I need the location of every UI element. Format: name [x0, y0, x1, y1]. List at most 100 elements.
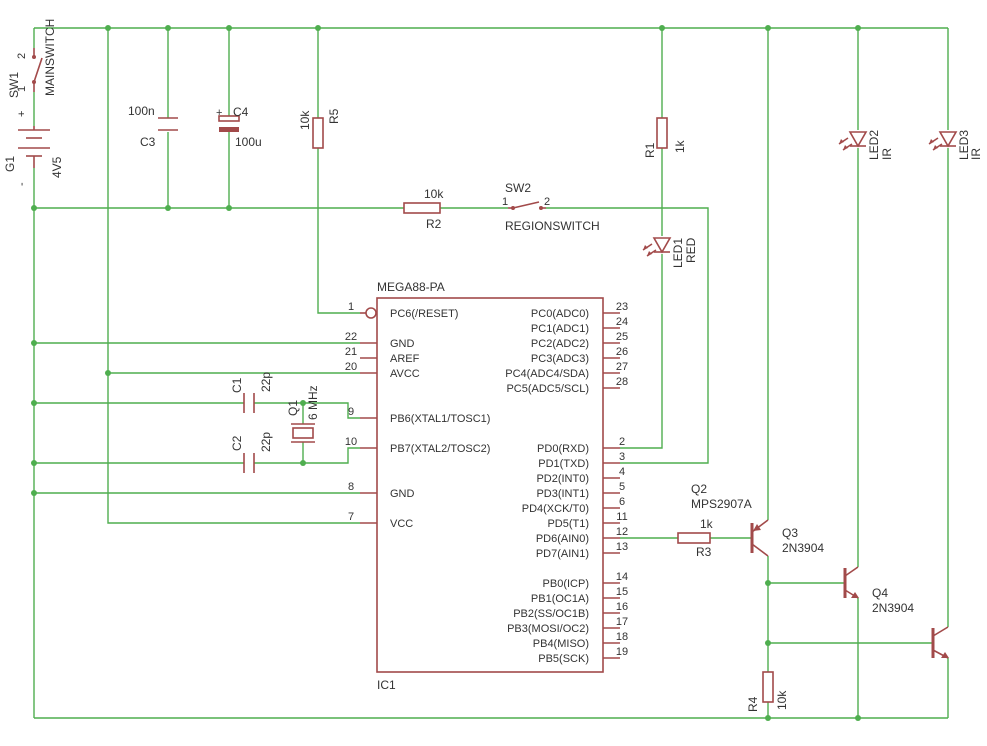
- ic1-pin-number: 9: [348, 406, 354, 418]
- sw2-value: REGIONSWITCH: [505, 219, 600, 233]
- battery-g1: + - G1 4V5: [3, 111, 64, 186]
- q3-value: 2N3904: [782, 541, 824, 555]
- sw2-ref: SW2: [505, 181, 531, 195]
- ic1-pin-name: PC4(ADC4/SDA): [505, 368, 589, 380]
- c2-value: 22p: [259, 432, 273, 452]
- ic1-pin-name: PD5(T1): [547, 518, 589, 530]
- q3-ref: Q3: [782, 526, 798, 540]
- r1-ref: R1: [643, 142, 657, 158]
- transistor-q2: Q2 MPS2907A: [691, 482, 769, 557]
- ic1-pin-name: AVCC: [390, 368, 420, 380]
- c3-value: 100n: [128, 104, 155, 118]
- ic1-pin-number: 10: [345, 436, 357, 448]
- capacitor-c2: C2 22p: [230, 432, 273, 473]
- ic1-pin-name: PC3(ADC3): [531, 353, 589, 365]
- sw1-value: MAINSWITCH: [43, 19, 57, 96]
- ic1-pin-name: PB4(MISO): [533, 638, 589, 650]
- sw1-mainswitch: 2 1 SW1 MAINSWITCH: [7, 19, 57, 98]
- ic1-type: MEGA88-PA: [377, 280, 445, 294]
- sw1-pin1: 1: [16, 86, 28, 92]
- ic1-pin-number: 28: [616, 376, 628, 388]
- ic1-pin-number: 23: [616, 301, 628, 313]
- ic1-pin-name: PC1(ADC1): [531, 323, 589, 335]
- ic1-pin-number: 6: [619, 496, 625, 508]
- q2-ref: Q2: [691, 482, 707, 496]
- resistor-r5: 10k R5: [298, 108, 341, 149]
- sw2-pin2: 2: [544, 196, 550, 208]
- q1-value: 6 MHz: [306, 385, 320, 420]
- ic1-pin-name: PD2(INT0): [536, 473, 589, 485]
- r4-value: 10k: [775, 690, 789, 710]
- ic1-pin-number: 11: [616, 511, 627, 523]
- r2-ref: R2: [426, 217, 442, 231]
- junctions: [31, 25, 861, 721]
- r5-value: 10k: [298, 110, 312, 130]
- r2-value: 10k: [424, 187, 444, 201]
- c3-ref: C3: [140, 135, 156, 149]
- q1-ref: Q1: [286, 400, 300, 416]
- led3-ir: LED3 IR: [928, 130, 983, 160]
- ic1-pin-number: 21: [345, 346, 357, 358]
- ic1-pin-name: PB1(OC1A): [531, 593, 589, 605]
- q4-value: 2N3904: [872, 601, 914, 615]
- q2-value: MPS2907A: [691, 497, 752, 511]
- ic1-left-pins: 1PC6(/RESET)22GND21AREF20AVCC9PB6(XTAL1/…: [345, 301, 491, 530]
- led1-ref: LED1: [671, 238, 685, 268]
- transistor-q3: Q3 2N3904: [782, 526, 859, 599]
- ic1-pin-name: PB2(SS/OC1B): [513, 608, 589, 620]
- c4-value: 100u: [235, 135, 262, 149]
- ic1-pin-name: PD4(XCK/T0): [522, 503, 589, 515]
- r3-value: 1k: [700, 517, 714, 531]
- ic1-pin-number: 2: [619, 436, 625, 448]
- ic1-pin-name: PB3(MOSI/OC2): [507, 623, 589, 635]
- q4-ref: Q4: [872, 586, 888, 600]
- ic1-pin-name: PB0(ICP): [543, 578, 589, 590]
- ic1-pin-name: GND: [390, 488, 415, 500]
- c1-value: 22p: [259, 372, 273, 392]
- r4-ref: R4: [746, 696, 760, 712]
- resistor-r3: 1k R3: [677, 517, 714, 559]
- led2-value: IR: [880, 148, 894, 160]
- ic1-pin-number: 27: [616, 361, 628, 373]
- sw1-ref: SW1: [7, 72, 21, 98]
- ic1-pin-name: PD0(RXD): [537, 443, 589, 455]
- ic1-pin-name: PC6(/RESET): [390, 308, 458, 320]
- ic1-pin-number: 15: [616, 586, 628, 598]
- ic1-pin-number: 22: [345, 331, 357, 343]
- ic1-pin-name: AREF: [390, 353, 420, 365]
- ic1-pin-number: 5: [619, 481, 625, 493]
- sw2-regionswitch: SW2 1 2 REGIONSWITCH: [502, 181, 600, 233]
- ic1-pin-number: 7: [348, 511, 354, 523]
- ic1-pin-number: 16: [616, 601, 628, 613]
- c4-plus: +: [216, 107, 222, 119]
- sw1-pin2: 2: [16, 53, 28, 59]
- ic1-pin-name: PC5(ADC5/SCL): [506, 383, 589, 395]
- ic1-pin-name: PD1(TXD): [538, 458, 589, 470]
- ic1-pin-number: 3: [619, 451, 625, 463]
- ic1-pin-number: 26: [616, 346, 628, 358]
- ic1-pin-name: PC0(ADC0): [531, 308, 589, 320]
- resistor-r1: R1 1k: [643, 117, 687, 158]
- battery-minus-label: -: [16, 182, 28, 186]
- ic1-pin-number: 14: [616, 571, 628, 583]
- ic1-pin-name: VCC: [390, 518, 413, 530]
- ic1-pin-name: PB7(XTAL2/TOSC2): [390, 443, 490, 455]
- transistor-q4: Q4 2N3904: [872, 586, 949, 659]
- capacitor-c3: 100n C3: [128, 104, 178, 149]
